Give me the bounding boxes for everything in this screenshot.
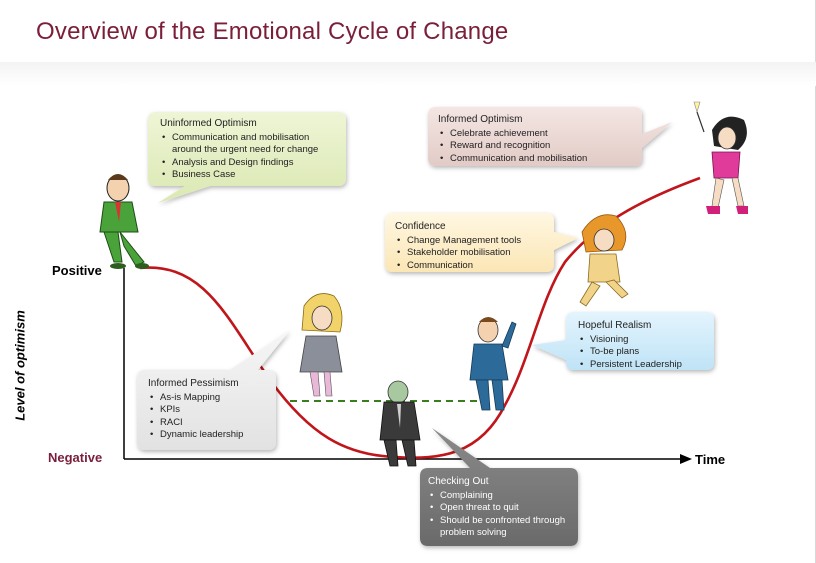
list-item: Persistent Leadership xyxy=(578,359,708,372)
list-item: Should be confronted through problem sol… xyxy=(428,515,568,540)
uninformed-optimism-text: Uninformed Optimism Communication and mo… xyxy=(160,118,340,182)
list-item: Communication and mobilisation xyxy=(438,153,634,166)
negative-label: Negative xyxy=(48,450,103,465)
list-item: Reward and recognition xyxy=(438,140,634,153)
list-item: Business Case xyxy=(160,169,340,182)
optimism-axis-label: Level of optimism xyxy=(12,310,28,421)
bubble-title: Informed Optimism xyxy=(438,114,523,125)
title-divider xyxy=(0,62,816,86)
bubble-title: Informed Pessimism xyxy=(148,378,239,389)
bubble-title: Uninformed Optimism xyxy=(160,118,257,129)
informed-optimism-text: Informed Optimism Celebrate achievement … xyxy=(438,114,634,165)
page-title: Overview of the Emotional Cycle of Chang… xyxy=(36,18,509,45)
list-item: Visioning xyxy=(578,334,708,347)
confidence-text: Confidence Change Management tools Stake… xyxy=(395,221,545,272)
woman-worried-icon xyxy=(299,293,343,397)
bubble-title: Hopeful Realism xyxy=(578,320,652,331)
woman-walking-icon xyxy=(579,214,629,307)
x-axis-arrow-icon xyxy=(680,454,692,464)
woman-celebrating-icon xyxy=(693,101,748,214)
list-item: Change Management tools xyxy=(395,235,545,248)
man-idea-icon xyxy=(469,317,517,411)
time-label: Time xyxy=(695,452,726,467)
man-depressed-icon xyxy=(379,380,421,467)
list-item: As-is Mapping xyxy=(148,392,278,405)
list-item: RACI xyxy=(148,417,278,430)
man-green-suit-icon xyxy=(99,174,149,269)
emotional-curve xyxy=(139,176,701,459)
list-item: Dynamic leadership xyxy=(148,429,278,442)
informed-pessimism-text: Informed Pessimism As-is Mapping KPIs RA… xyxy=(148,378,278,442)
axes xyxy=(123,268,692,464)
list-item: Celebrate achievement xyxy=(438,128,634,141)
list-item: Communication xyxy=(395,260,545,273)
list-item: To-be plans xyxy=(578,346,708,359)
hopeful-realism-text: Hopeful Realism Visioning To-be plans Pe… xyxy=(578,320,708,371)
list-item: KPIs xyxy=(148,404,278,417)
list-item: Complaining xyxy=(428,490,568,503)
list-item: Communication and mobilisation around th… xyxy=(160,132,340,157)
checking-out-text: Checking Out Complaining Open threat to … xyxy=(428,476,568,540)
bubble-title: Confidence xyxy=(395,221,446,232)
list-item: Analysis and Design findings xyxy=(160,157,340,170)
list-item: Stakeholder mobilisation xyxy=(395,247,545,260)
list-item: Open threat to quit xyxy=(428,502,568,515)
bubble-title: Checking Out xyxy=(428,476,489,487)
positive-label: Positive xyxy=(52,263,102,278)
